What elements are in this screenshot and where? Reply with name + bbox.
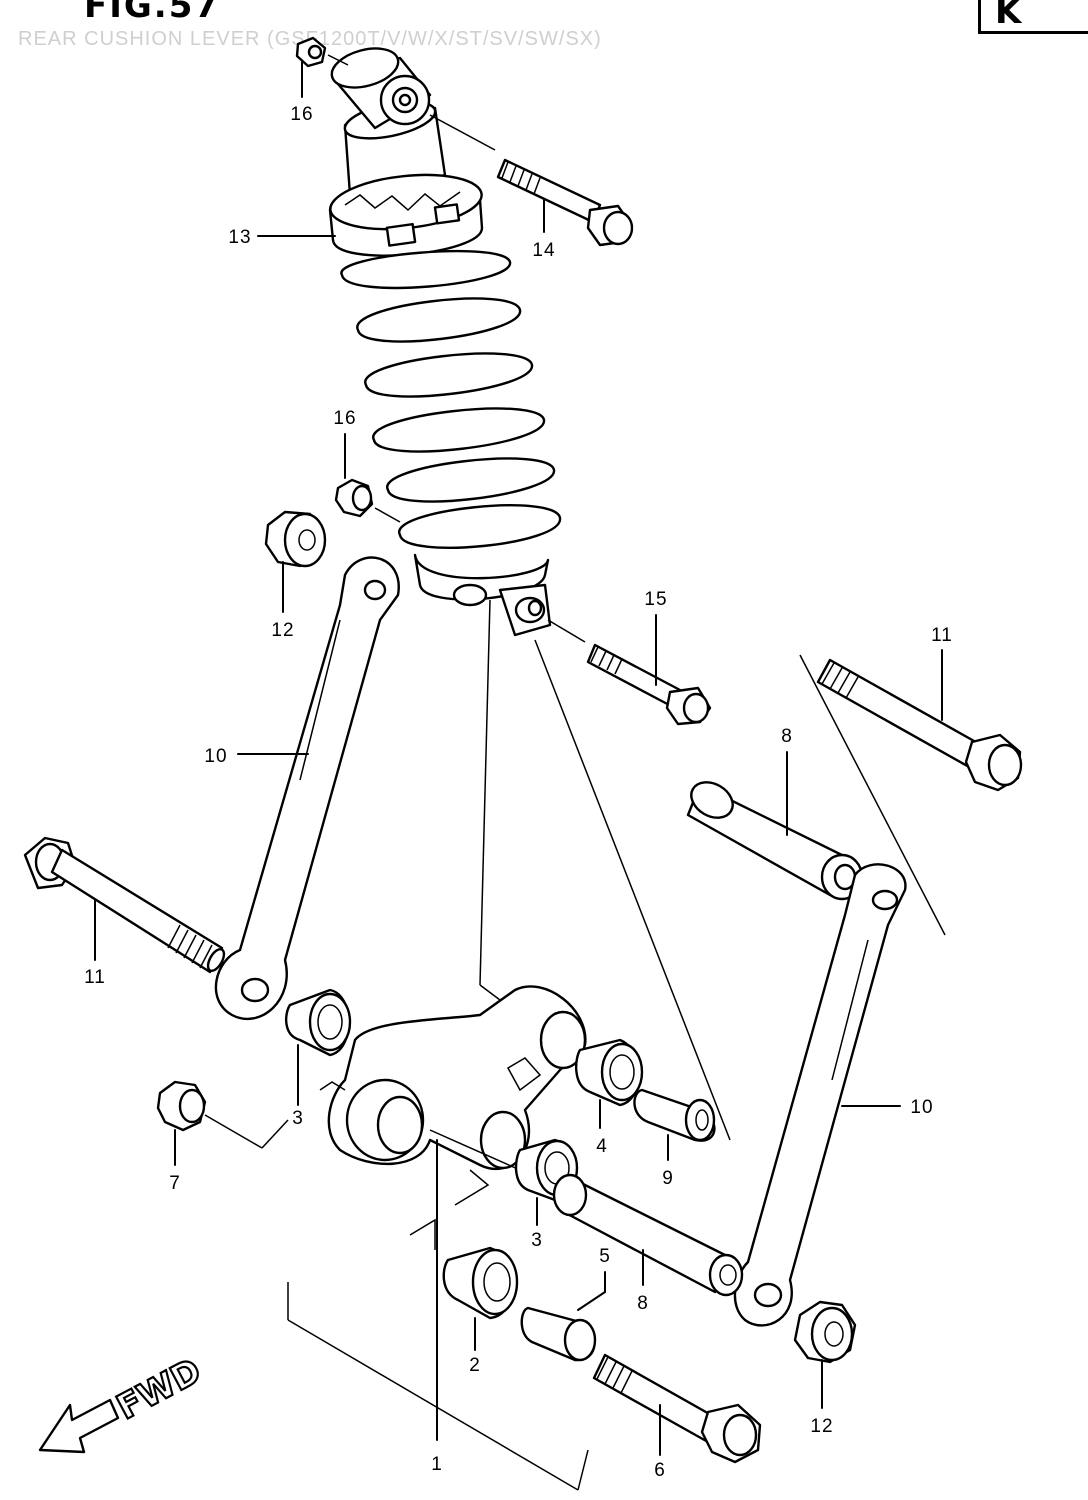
callout-labels: 16 13 14 16 12 15 11 8 10 11 10 3 4 9 7 … [84, 104, 953, 1481]
callout-12: 12 [810, 1416, 833, 1437]
callout-8: 8 [637, 1293, 649, 1314]
callout-13: 13 [228, 227, 251, 248]
figure-title: FIG.57 [84, 0, 221, 26]
spacer-8-lower [552, 1173, 744, 1297]
callout-6: 6 [654, 1460, 666, 1481]
bolt-14 [496, 158, 634, 247]
callout-9: 9 [662, 1168, 674, 1189]
bolt-11-left [23, 836, 226, 974]
callout-10: 10 [204, 746, 227, 767]
spacer-9 [633, 1088, 716, 1142]
shock-spring [340, 249, 562, 549]
cushion-lever-1 [327, 985, 587, 1171]
nut-16-mid [334, 478, 374, 518]
leader-lines [94, 54, 946, 1491]
callout-10: 10 [910, 1097, 933, 1118]
callout-11: 11 [84, 967, 106, 988]
bearing-4 [575, 1038, 644, 1107]
callout-3: 3 [292, 1108, 304, 1129]
callout-11: 11 [931, 625, 953, 646]
callout-7: 7 [169, 1173, 181, 1194]
callout-8: 8 [781, 726, 793, 747]
callout-16: 16 [333, 408, 356, 429]
fwd-label: FWD [110, 1351, 207, 1428]
cushion-rod-10-right [733, 863, 907, 1327]
bolt-15 [586, 643, 712, 726]
nut-12-lower [793, 1300, 857, 1364]
callout-4: 4 [596, 1136, 608, 1157]
rear-shock-absorber [328, 47, 562, 637]
nut-16-top [295, 36, 327, 68]
bearing-2 [442, 1246, 519, 1320]
callout-16: 16 [290, 104, 313, 125]
callout-5: 5 [599, 1246, 611, 1267]
callout-14: 14 [532, 240, 555, 261]
section-code-box: K [978, 0, 1088, 34]
bolt-11-right [816, 658, 1023, 792]
bearing-3-upper [285, 988, 352, 1057]
nut-7 [156, 1080, 207, 1132]
callout-3: 3 [531, 1230, 543, 1251]
bolt-6 [592, 1353, 762, 1464]
callout-1: 1 [431, 1454, 443, 1475]
cushion-rod-10-left [214, 556, 400, 1021]
fwd-arrow-icon [38, 1398, 120, 1454]
callout-12: 12 [271, 620, 294, 641]
callout-2: 2 [469, 1355, 481, 1376]
spacer-8-upper [686, 781, 864, 901]
callout-15: 15 [644, 589, 667, 610]
spacer-5 [520, 1306, 597, 1362]
nut-12-upper [264, 510, 327, 568]
